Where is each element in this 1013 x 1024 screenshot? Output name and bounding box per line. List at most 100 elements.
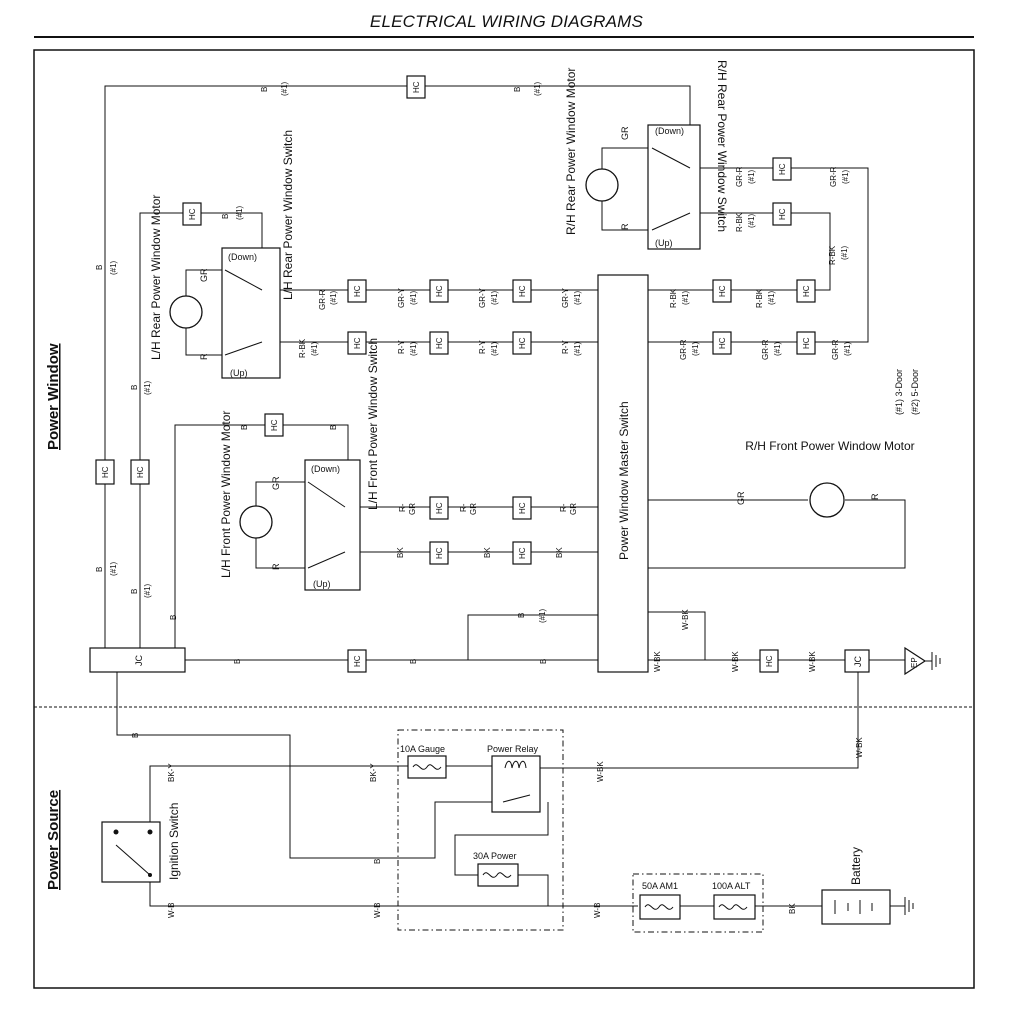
svg-text:B: B <box>130 385 139 390</box>
svg-text:B: B <box>539 659 548 664</box>
svg-text:HC: HC <box>518 337 527 349</box>
fuse-gauge: 10A Gauge <box>400 744 447 779</box>
svg-text:(#1): (#1) <box>235 205 244 220</box>
svg-text:HC: HC <box>718 285 727 297</box>
svg-text:EP: EP <box>910 657 919 668</box>
section-label-power-source: Power Source <box>45 790 62 890</box>
switch-down-label: (Down) <box>228 252 257 262</box>
svg-text:(#1): (#1) <box>409 290 418 305</box>
svg-text:B: B <box>517 613 526 618</box>
svg-text:B: B <box>169 615 178 620</box>
hc-connector: HC <box>264 413 284 437</box>
fuse-relay-box <box>397 729 564 931</box>
svg-text:W-BK: W-BK <box>681 609 690 630</box>
svg-text:BK-Y: BK-Y <box>369 763 378 782</box>
svg-text:R-: R- <box>398 503 407 512</box>
rh-rear-motor-label: R/H Rear Power Window Motor <box>564 68 578 235</box>
svg-text:10A Gauge: 10A Gauge <box>400 744 445 754</box>
svg-text:GR-R: GR-R <box>831 339 840 360</box>
svg-text:W-B: W-B <box>593 903 602 918</box>
svg-text:HC: HC <box>778 208 787 220</box>
hc-connector: HC <box>347 649 367 673</box>
svg-text:B: B <box>373 859 382 864</box>
svg-text:B: B <box>513 87 522 92</box>
motor-r-label: R <box>870 493 880 500</box>
svg-text:W-B: W-B <box>373 903 382 918</box>
svg-text:(#1): (#1) <box>143 380 152 395</box>
diagram-frame <box>33 49 975 989</box>
ground-ep: EP <box>904 646 941 676</box>
svg-text:HC: HC <box>101 466 110 478</box>
svg-text:GR-R: GR-R <box>829 166 838 187</box>
note-3-door: (#1) 3-Door <box>894 369 904 415</box>
motor-gr-label: GR <box>271 476 281 490</box>
hc-connector: HC <box>512 331 532 355</box>
svg-text:B: B <box>240 425 249 430</box>
wire-labels: B (#1) B (#1) B (#1) B (#1) B (#1) B B B… <box>95 81 864 918</box>
svg-text:GR-R: GR-R <box>735 166 744 187</box>
svg-text:R-BK: R-BK <box>755 288 764 308</box>
svg-text:W-BK: W-BK <box>653 651 662 672</box>
hc-connector: HC <box>429 331 449 355</box>
svg-text:W-BK: W-BK <box>808 651 817 672</box>
motor-gr-label: GR <box>620 126 630 140</box>
svg-text:B: B <box>221 214 230 219</box>
svg-text:B: B <box>131 733 140 738</box>
svg-text:(#1): (#1) <box>681 290 690 305</box>
junction-connector-main: JC <box>89 647 186 673</box>
switch-down-label: (Down) <box>655 126 684 136</box>
svg-text:R-Y: R-Y <box>478 340 487 354</box>
battery-label: Battery <box>849 847 863 885</box>
svg-text:HC: HC <box>270 419 279 431</box>
battery: Battery <box>821 847 914 925</box>
svg-text:(#1): (#1) <box>143 583 152 598</box>
svg-text:HC: HC <box>778 163 787 175</box>
hc-connector: HC <box>512 496 532 520</box>
svg-text:GR-R: GR-R <box>761 339 770 360</box>
svg-text:(#1): (#1) <box>538 608 547 623</box>
motor-r-label: R <box>271 563 281 570</box>
svg-text:(#1): (#1) <box>310 341 319 356</box>
svg-text:HC: HC <box>718 337 727 349</box>
svg-text:GR: GR <box>569 503 578 515</box>
motor-gr-label: GR <box>199 268 209 282</box>
rh-front-motor-label: R/H Front Power Window Motor <box>745 439 914 453</box>
lh-rear-switch-label: L/H Rear Power Window Switch <box>281 130 295 300</box>
rh-rear-power-window-switch: (Down) (Up) R/H Rear Power Window Switch <box>647 60 729 250</box>
lh-front-power-window-motor: GR R L/H Front Power Window Motor <box>219 411 305 578</box>
svg-text:JC: JC <box>134 655 144 667</box>
hc-connectors: HC HC HC HC HC HC HC HC HC HC HC HC HC H… <box>95 75 816 673</box>
motor-r-label: R <box>620 223 630 230</box>
rh-front-power-window-motor: R/H Front Power Window Motor GR R <box>736 439 915 518</box>
svg-text:GR-Y: GR-Y <box>561 287 570 308</box>
svg-text:(#1): (#1) <box>747 213 756 228</box>
svg-text:R-BK: R-BK <box>828 245 837 265</box>
svg-text:HC: HC <box>136 466 145 478</box>
power-relay: Power Relay <box>487 744 541 813</box>
svg-text:R-Y: R-Y <box>397 340 406 354</box>
svg-text:100A ALT: 100A ALT <box>712 881 751 891</box>
svg-text:(#1): (#1) <box>767 290 776 305</box>
svg-text:BK: BK <box>555 547 564 558</box>
motor-r-label: R <box>199 353 209 360</box>
svg-text:(#1): (#1) <box>533 81 542 96</box>
svg-text:HC: HC <box>435 337 444 349</box>
svg-text:GR: GR <box>469 503 478 515</box>
svg-text:HC: HC <box>518 285 527 297</box>
main-fuse-box <box>632 873 764 933</box>
svg-text:B: B <box>95 265 104 270</box>
svg-text:(#1): (#1) <box>841 169 850 184</box>
fuse-alt: 100A ALT <box>712 881 756 920</box>
wires-lower <box>149 765 822 907</box>
svg-text:GR-R: GR-R <box>318 289 327 310</box>
ignition-switch: Ignition Switch <box>101 803 181 883</box>
switch-up-label: (Up) <box>313 579 331 589</box>
svg-text:GR-Y: GR-Y <box>397 287 406 308</box>
hc-connector: HC <box>796 331 816 355</box>
fuse-am1: 50A AM1 <box>639 881 681 920</box>
hc-connector: HC <box>406 75 426 99</box>
page-title: ELECTRICAL WIRING DIAGRAMS <box>369 12 644 31</box>
switch-up-label: (Up) <box>655 238 673 248</box>
svg-text:HC: HC <box>765 655 774 667</box>
hc-connector: HC <box>712 279 732 303</box>
